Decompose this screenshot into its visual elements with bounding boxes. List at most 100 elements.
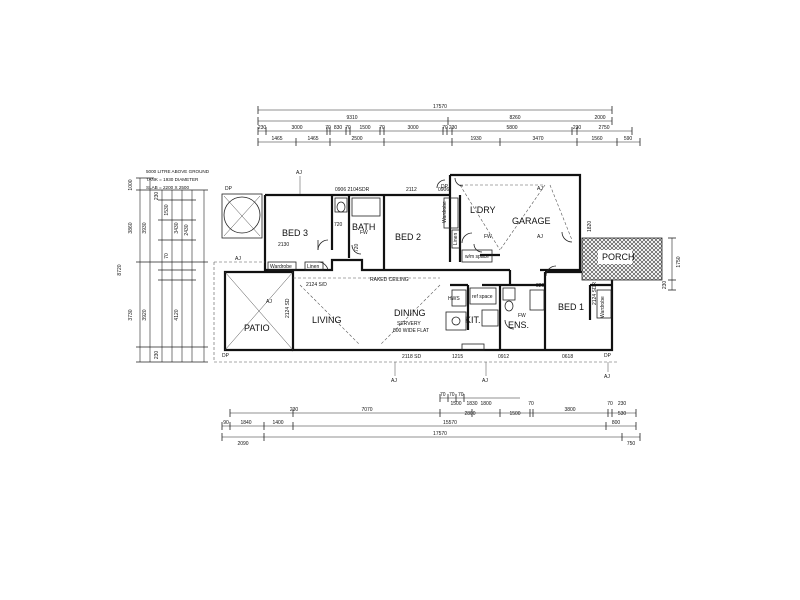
opening-0618: 0618: [562, 354, 573, 360]
label-wardrobe-bed3: Wardrobe: [270, 264, 292, 270]
dim-b2-1800: 1800: [480, 401, 491, 407]
room-patio: PATIO: [244, 323, 270, 333]
dim-b4-90: 90: [223, 420, 229, 426]
label-fw-ldry: FW: [484, 234, 492, 240]
dim-t4-1465b: 1465: [307, 136, 318, 142]
room-kit: KIT.: [465, 315, 481, 325]
dim-b2-1500: 1500: [450, 401, 461, 407]
marker-dp-1: DP: [225, 186, 233, 192]
label-wm-space: w/m space: [465, 254, 489, 260]
dim-b5-17570: 17570: [433, 431, 447, 437]
dim-b2-1830: 1830: [466, 401, 477, 407]
dim-l-230b: 230: [154, 351, 160, 360]
dim-t4-1560: 1560: [591, 136, 602, 142]
opening-2124sdr: 2124 SDR: [592, 282, 598, 305]
dim-b2-230: 230: [290, 407, 299, 413]
dim-l-1530: 1530: [164, 204, 170, 215]
dim-t4-2500: 2500: [351, 136, 362, 142]
dim-r-1750: 1750: [676, 256, 682, 267]
opening-0906-2104sdr: 0906 2104SDR: [335, 187, 370, 193]
dim-b3-2800: 2800: [464, 411, 475, 417]
opening-2124sd: 2124 SD: [285, 298, 291, 318]
dim-b2-7070: 7070: [361, 407, 372, 413]
bottom-dimensions: 70 70 70 230 7070 1500 1830 1800 70 3800…: [221, 392, 641, 447]
dim-t3-5800: 5800: [506, 125, 517, 131]
dim-b1-70c: 70: [458, 392, 464, 398]
label-linen-bed3: Linen: [307, 264, 319, 270]
opening-2118sd: 2118 SD: [402, 354, 421, 360]
marker-dp-4: DP: [604, 353, 612, 359]
dim-t3-1500: 1500: [359, 125, 370, 131]
patio-outline: [213, 261, 618, 363]
tank-note-line2: TANK = 1930 DIAMETER: [146, 177, 199, 182]
opening-720b: 720: [354, 243, 360, 252]
dim-top-2000: 2000: [594, 115, 605, 121]
dim-top-row3-ticks: [257, 127, 633, 135]
tank-note: 5000 LITRE ABOVE GROUND TANK = 1930 DIAM…: [146, 169, 210, 190]
dim-b2-3800: 3800: [564, 407, 575, 413]
dim-t4-3470: 3470: [532, 136, 543, 142]
dim-b5-750: 750: [627, 441, 636, 447]
opening-1820: 1820: [587, 221, 593, 232]
room-bed1: BED 1: [558, 302, 584, 312]
dim-l-4120: 4120: [174, 309, 180, 320]
opening-820: 820: [536, 283, 545, 289]
dim-l-70: 70: [164, 253, 170, 259]
room-garage: GARAGE: [512, 216, 551, 226]
opening-0906: 0906: [438, 187, 449, 193]
dim-top-9310: 9310: [346, 115, 357, 121]
label-raked-ceiling: RAKED CEILING: [370, 277, 409, 283]
tank-note-line3: SLAB = 2200 X 2500: [146, 185, 189, 190]
marker-aj-4: AJ: [235, 256, 241, 262]
marker-aj-6: AJ: [391, 378, 397, 384]
dim-t4-1465a: 1465: [271, 136, 282, 142]
marker-aj-1: AJ: [296, 170, 302, 176]
marker-dp-3: DP: [222, 353, 230, 359]
opening-1215: 1215: [452, 354, 463, 360]
marker-aj-3: AJ: [537, 234, 543, 240]
label-wardrobe-bed1: Wardrobe: [600, 296, 606, 318]
raked-ceiling-lines: [293, 277, 441, 346]
opening-2112: 2112: [406, 187, 417, 193]
fixtures: [267, 184, 612, 351]
label-servery-1: SERVERY: [397, 321, 421, 327]
dim-top-overall: 17570: [433, 104, 447, 110]
opening-2124sd-living: 2124 S/D: [306, 282, 327, 288]
porch-area: [581, 237, 663, 281]
marker-dp-2: DP: [441, 184, 449, 190]
marker-aj-2: AJ: [537, 186, 543, 192]
dim-b1-70a: 70: [440, 392, 446, 398]
dim-t3-3000: 3000: [291, 125, 302, 131]
dim-r-230: 230: [662, 281, 668, 290]
dim-b4-800: 800: [612, 420, 621, 426]
right-dimensions: 1750 230: [662, 237, 682, 291]
label-hws: HWS: [448, 296, 460, 302]
dim-t4-590: 590: [624, 136, 633, 142]
dim-b2-230b: 230: [618, 401, 627, 407]
label-wardrobe-ldry: Wardrobe: [442, 201, 448, 223]
marker-aj-5: AJ: [266, 299, 272, 305]
dim-b4-15570: 15570: [443, 420, 457, 426]
marker-aj-8: AJ: [604, 374, 610, 380]
dim-b4-1400: 1400: [272, 420, 283, 426]
dim-b2-70: 70: [528, 401, 534, 407]
dim-t3-3000b: 3000: [407, 125, 418, 131]
room-living: LIVING: [312, 315, 342, 325]
dim-l-2430: 2430: [184, 224, 190, 235]
dim-b2-70b: 70: [607, 401, 613, 407]
dim-l-3860: 3860: [128, 222, 134, 233]
top-dimensions: 17570 9310 8260 2000 230 3000 70 830 70 …: [257, 104, 641, 146]
site-markers: AJ AJ AJ AJ AJ AJ AJ AJ DP DP DP DP: [222, 170, 612, 384]
dim-b3-530: 530: [618, 411, 627, 417]
dim-l-1000: 1000: [128, 179, 134, 190]
dim-b5-2090: 2090: [237, 441, 248, 447]
dim-top-8260: 8260: [509, 115, 520, 121]
room-ldry: L'DRY: [470, 205, 496, 215]
room-ens: ENS.: [508, 320, 529, 330]
dim-t3-230b: 230: [449, 125, 458, 131]
opening-2130: 2130: [278, 242, 289, 248]
room-bed3: BED 3: [282, 228, 308, 238]
dim-b4-1840: 1840: [240, 420, 251, 426]
room-porch: PORCH: [602, 252, 635, 262]
